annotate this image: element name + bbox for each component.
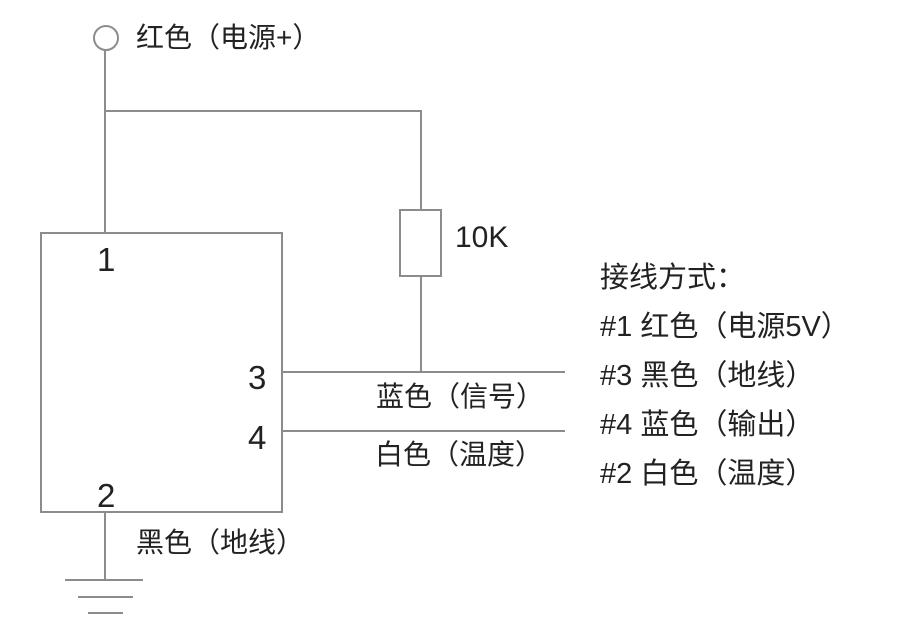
wire-branch-horizontal — [104, 110, 422, 112]
wiring-legend-item-3: #3 黑色（地线） — [600, 360, 815, 392]
wire-resistor-bottom — [420, 277, 422, 373]
wire-pin4-temp — [283, 430, 565, 432]
wiring-legend: 接线方式： #1 红色（电源5V） #3 黑色（地线） #4 蓝色（输出） #2… — [600, 264, 850, 509]
wiring-legend-item-4: #4 蓝色（输出） — [600, 409, 815, 441]
wire-pin3-signal — [283, 371, 565, 373]
pin-4-label: 4 — [248, 419, 267, 456]
wire-pin4-temp-label: 白色（温度） — [375, 439, 544, 470]
power-terminal-label: 红色（电源+） — [136, 22, 321, 53]
wiring-legend-item-1: #1 红色（电源5V） — [600, 311, 850, 343]
resistor-value-label: 10K — [455, 221, 509, 254]
wire-pin2-ground — [104, 513, 106, 580]
wire-pin2-ground-label: 黑色（地线） — [136, 527, 305, 558]
resistor-symbol — [399, 209, 442, 277]
power-terminal-icon — [93, 25, 119, 51]
wire-power-vertical — [104, 51, 106, 233]
pin-2-label: 2 — [97, 477, 116, 514]
wire-resistor-top — [420, 110, 422, 210]
wiring-legend-title: 接线方式： — [600, 262, 746, 294]
wire-pin3-signal-label: 蓝色（信号） — [376, 381, 545, 412]
pin-3-label: 3 — [248, 359, 267, 396]
wiring-legend-item-2: #2 白色（温度） — [600, 458, 815, 490]
pin-1-label: 1 — [97, 241, 116, 278]
sensor-component-box — [40, 232, 283, 513]
